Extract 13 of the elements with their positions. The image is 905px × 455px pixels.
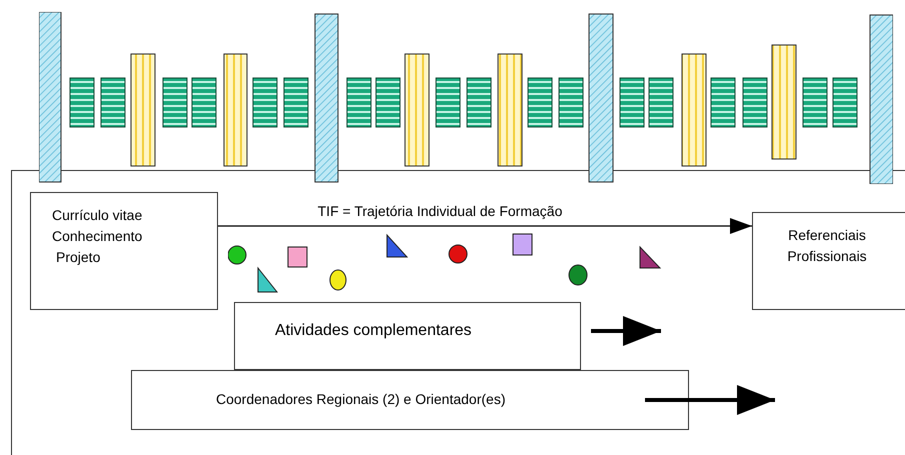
box-text: Coordenadores Regionais (2) e Orientador(es) [216, 390, 506, 409]
box-text: Atividades complementares [275, 321, 472, 341]
arrow [645, 385, 775, 415]
text-box [752, 212, 905, 310]
box-text: Referenciais Profissionais [786, 226, 868, 266]
text-box [30, 192, 218, 310]
box-text: Currículo vitae [52, 206, 142, 225]
arrow [218, 218, 752, 234]
box-text: Projeto [55, 248, 100, 267]
arrow [591, 316, 661, 346]
text-box [131, 370, 689, 430]
box-text: Conhecimento [52, 227, 142, 246]
text-box [234, 302, 581, 370]
